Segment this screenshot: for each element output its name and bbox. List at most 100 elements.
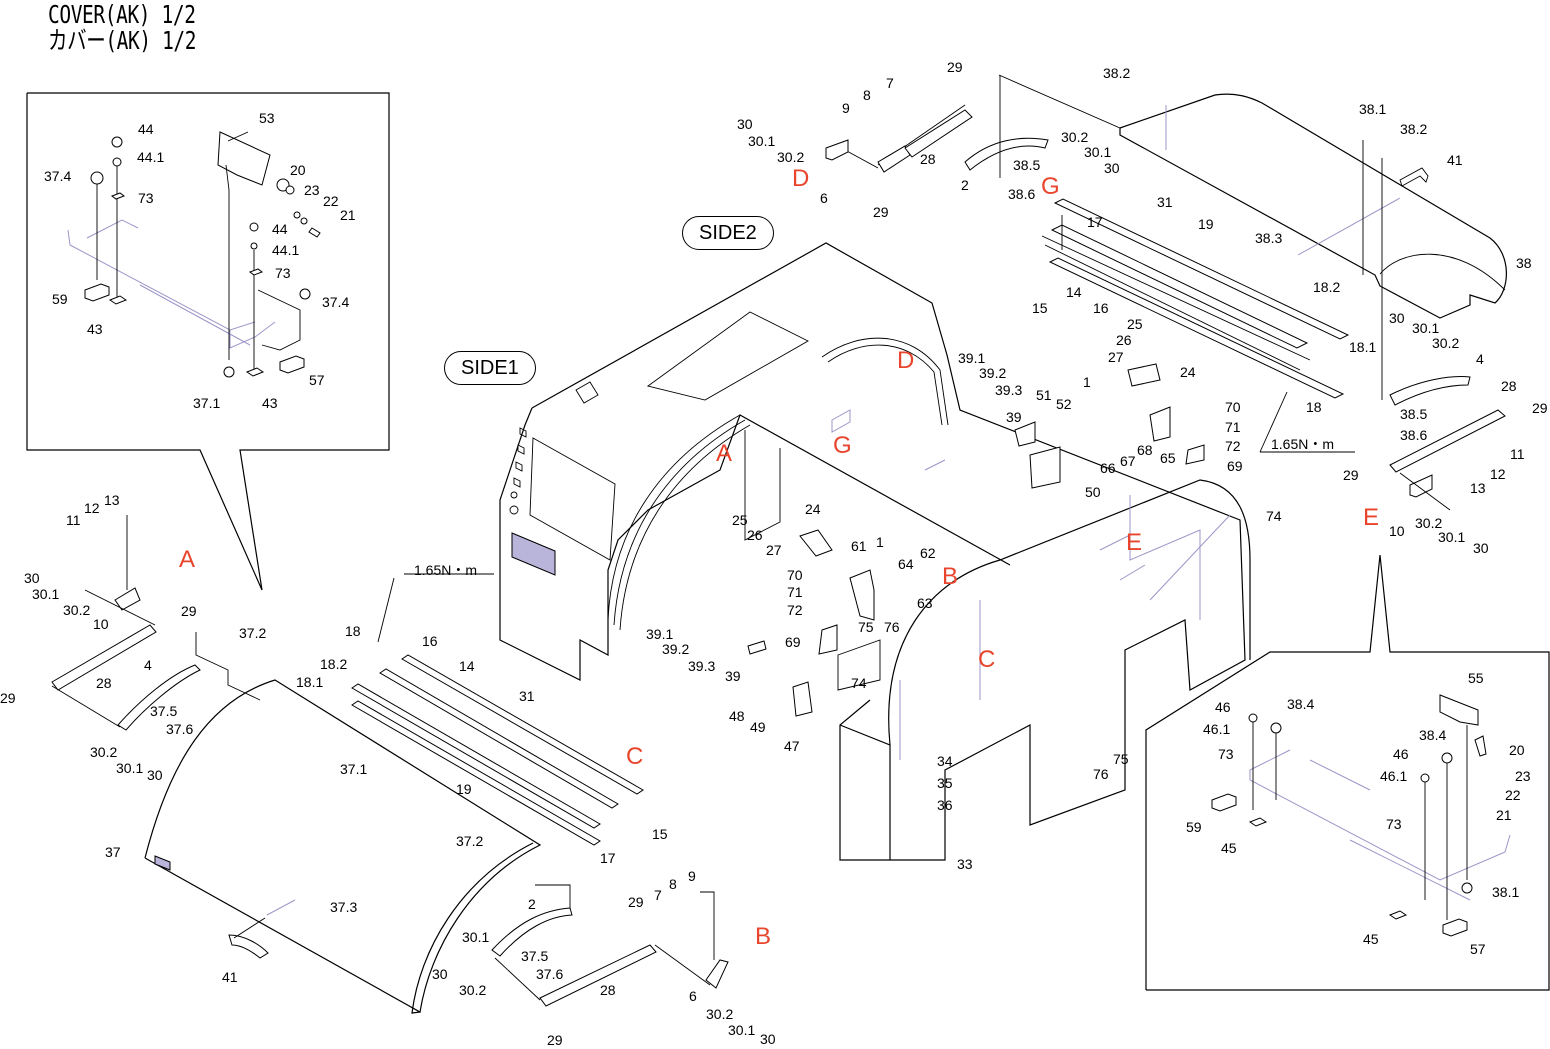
part-callout: 38.6 [1008, 186, 1036, 202]
ref-letter-d-body: D [897, 347, 915, 374]
part-callout: 72 [1225, 438, 1241, 454]
part-callout: 30.1 [1412, 320, 1440, 336]
part-callout: 30.1 [462, 929, 490, 945]
part-callout: 44 [138, 121, 154, 137]
part-callout: 37.2 [456, 833, 484, 849]
part-callout: 7 [886, 75, 894, 91]
part-callout: 53 [259, 110, 275, 126]
part-callout: 62 [920, 545, 936, 561]
part-callout: 8 [863, 87, 871, 103]
part-callout: 69 [1227, 458, 1243, 474]
part-callout: 38.2 [1103, 65, 1131, 81]
part-callout: 39.3 [995, 382, 1023, 398]
detail-inset-right [1145, 554, 1550, 991]
part-callout: 44.1 [272, 242, 300, 258]
part-callout: 9 [688, 868, 696, 884]
part-callout: 39.3 [688, 658, 716, 674]
part-callout: 18.2 [320, 656, 348, 672]
part-callout: 38.2 [1400, 121, 1428, 137]
part-callout: 30.1 [748, 133, 776, 149]
part-callout: 71 [1225, 419, 1241, 435]
part-callout: 30.2 [1415, 515, 1443, 531]
part-callout: 38.5 [1400, 406, 1428, 422]
part-callout: 39.2 [662, 641, 690, 657]
part-callout: 30.2 [1432, 335, 1460, 351]
part-callout: 21 [340, 207, 356, 223]
part-callout: 73 [138, 190, 154, 206]
part-callout: 43 [87, 321, 103, 337]
part-callout: 38.1 [1492, 884, 1520, 900]
ref-letter-c: C [626, 743, 644, 770]
detail-inset-left [26, 92, 390, 591]
part-callout: 36 [937, 797, 953, 813]
part-callout: 7 [654, 887, 662, 903]
ref-letter-e: E [1363, 504, 1380, 531]
part-callout: 37.1 [340, 761, 368, 777]
part-callout: 73 [1386, 816, 1402, 832]
part-callout: 74 [851, 675, 867, 691]
part-callout: 75 [1113, 751, 1129, 767]
part-callout: 28 [96, 675, 112, 691]
diagram-title-en: COVER(AK) 1/2 [48, 0, 196, 29]
left-hinge [51, 515, 261, 731]
part-callout: 38.6 [1400, 427, 1428, 443]
part-callout: 44 [272, 221, 288, 237]
part-callout: 57 [309, 372, 325, 388]
part-callout: 18.1 [296, 674, 324, 690]
lower-hinge [491, 884, 729, 1007]
part-callout: 10 [93, 616, 109, 632]
part-callout: 13 [104, 492, 120, 508]
part-callout: 38.3 [1255, 230, 1283, 246]
part-callout: 27 [766, 542, 782, 558]
part-callout: 20 [1509, 742, 1525, 758]
main-body [499, 242, 1251, 861]
part-callout: 17 [600, 850, 616, 866]
part-callout: 61 [851, 538, 867, 554]
view-label-side1: SIDE1 [444, 351, 536, 385]
part-callout: 12 [1490, 466, 1506, 482]
right-hinge [1389, 376, 1506, 511]
part-callout: 46 [1215, 699, 1231, 715]
part-callout: 47 [784, 738, 800, 754]
part-callout: 29 [873, 204, 889, 220]
part-callout: 55 [1468, 670, 1484, 686]
part-callout: 49 [750, 719, 766, 735]
part-callout: 24 [805, 501, 821, 517]
part-callout: 28 [1501, 378, 1517, 394]
part-callout: 63 [917, 595, 933, 611]
part-callout: 17 [1087, 214, 1103, 230]
part-callout: 37.1 [193, 395, 221, 411]
part-callout: 14 [1066, 284, 1082, 300]
ref-letter-a: A [179, 546, 196, 573]
part-callout: 73 [275, 265, 291, 281]
part-callout: 11 [66, 512, 81, 528]
part-callout: 29 [1532, 400, 1548, 416]
part-callout: 68 [1137, 442, 1153, 458]
part-callout: 16 [422, 633, 438, 649]
part-callout: 30 [147, 767, 163, 783]
part-callout: 30 [432, 966, 448, 982]
part-callout: 21 [1496, 807, 1512, 823]
part-callout: 45 [1221, 840, 1237, 856]
left-cover-37 [144, 679, 542, 1014]
part-callout: 48 [729, 708, 745, 724]
part-callout: 64 [898, 556, 914, 572]
part-callout: 39.2 [979, 365, 1007, 381]
part-callout: 16 [1093, 300, 1109, 316]
part-callout: 30.1 [32, 586, 60, 602]
part-callout: 4 [1476, 351, 1484, 367]
part-callout: 29 [547, 1032, 563, 1048]
part-callout: 35 [937, 775, 953, 791]
ref-letter-b: B [755, 923, 772, 950]
part-callout: 70 [1225, 399, 1241, 415]
part-callout: 22 [1505, 787, 1521, 803]
part-callout: 2 [528, 896, 536, 912]
part-callout: 37.5 [521, 948, 549, 964]
part-callout: 37.6 [166, 721, 194, 737]
part-callout: 30.1 [728, 1022, 756, 1038]
part-callout: 37 [105, 844, 121, 860]
part-callout: 29 [1343, 467, 1359, 483]
torque-note-right: 1.65N・m [1271, 436, 1335, 452]
